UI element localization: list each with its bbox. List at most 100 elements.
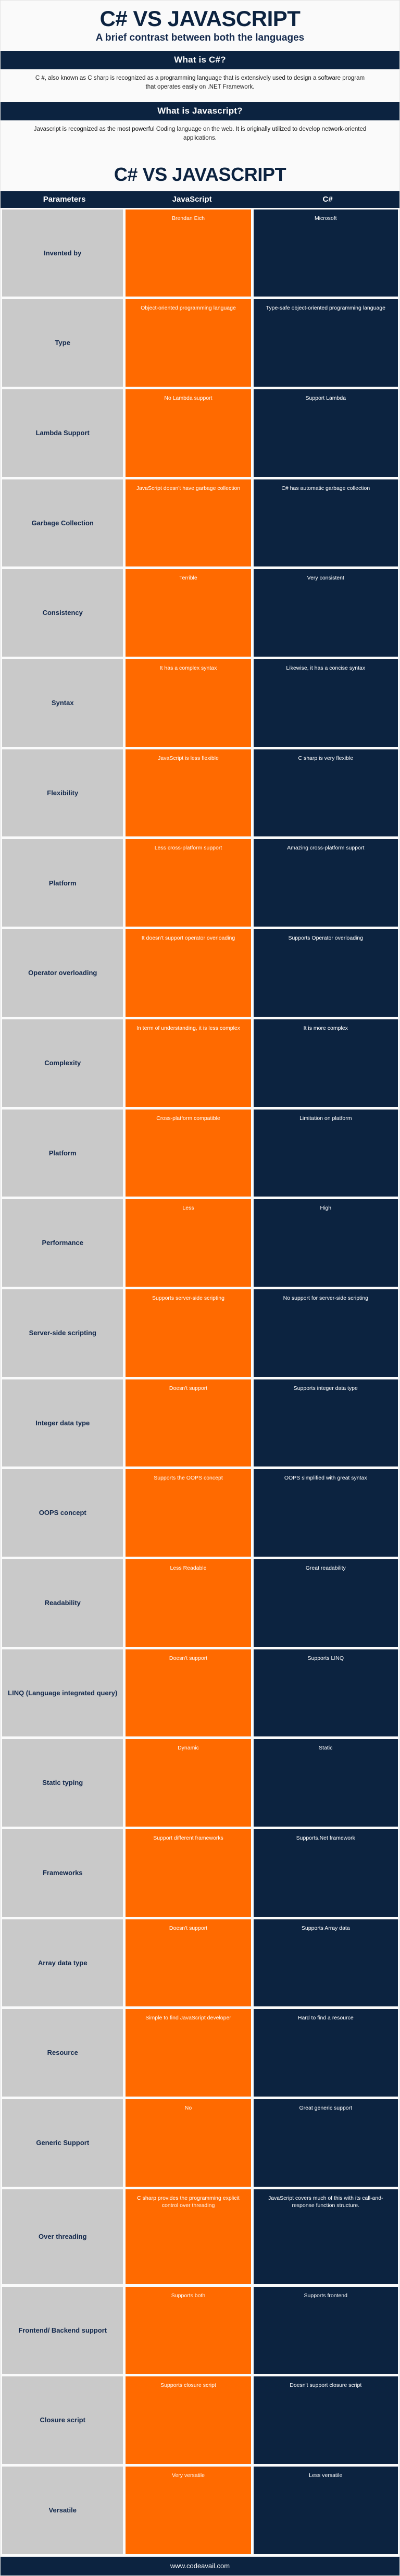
cell-csharp-text: JavaScript covers much of this with its …: [268, 2195, 383, 2209]
cell-parameter: Frameworks: [2, 1829, 123, 1917]
cell-csharp: Supports Operator overloading: [253, 929, 398, 1017]
cell-parameter: Array data type: [2, 1919, 123, 2007]
cell-csharp: JavaScript covers much of this with its …: [253, 2189, 398, 2284]
cell-parameter: Complexity: [2, 1019, 123, 1107]
table-row: OOPS concept Supports the OOPS concept OOP…: [1, 1469, 399, 1559]
cell-parameter: Static typing: [2, 1739, 123, 1827]
cell-javascript: Support different frameworks: [126, 1829, 251, 1917]
cell-csharp-text: C# has automatic garbage collection: [281, 485, 370, 491]
column-header-parameters: Parameters: [43, 194, 86, 204]
cell-parameter: Flexibility: [2, 749, 123, 837]
cell-javascript-text: It has a complex syntax: [159, 665, 217, 672]
cell-parameter: Consistency: [2, 569, 123, 657]
cell-csharp: C sharp is very flexible: [253, 749, 398, 837]
footer-website: www.codeavail.com: [1, 2556, 399, 2575]
cell-javascript: Supports server-side scripting: [126, 1289, 251, 1377]
cell-csharp: Static: [253, 1739, 398, 1827]
table-row: Static typing Dynamic Static: [1, 1739, 399, 1829]
cell-csharp: It is more complex: [253, 1019, 398, 1107]
cell-csharp: Amazing cross-platform support: [253, 839, 398, 927]
cell-javascript: JavaScript is less flexible: [126, 749, 251, 837]
cell-javascript-text: Doesn't support: [169, 1385, 208, 1391]
cell-csharp: Less versatile: [253, 2467, 398, 2554]
hero-section: C# VS JAVASCRIPT A brief contrast betwee…: [1, 1, 399, 51]
table-row: LINQ (Language integrated query) Doesn't …: [1, 1649, 399, 1740]
cell-parameter: Syntax: [2, 659, 123, 747]
cell-javascript: Doesn't support: [126, 1919, 251, 2007]
section-paragraph-javascript: Javascript is recognized as the most pow…: [1, 120, 399, 157]
cell-javascript-text: Supports the OOPS concept: [154, 1475, 223, 1482]
cell-javascript: Supports the OOPS concept: [126, 1469, 251, 1557]
cell-csharp-text: Likewise, it has a concise syntax: [286, 665, 366, 672]
cell-csharp: Likewise, it has a concise syntax: [253, 659, 398, 747]
cell-javascript-text: Object-oriented programming language: [141, 305, 236, 312]
section-heading-csharp: What is C#?: [1, 51, 399, 69]
cell-parameter: Invented by: [2, 209, 123, 297]
comparison-table-title: C# VS JAVASCRIPT: [1, 156, 399, 191]
cell-javascript: Simple to find JavaScript developer: [126, 2009, 251, 2097]
section-heading-javascript: What is Javascript?: [1, 102, 399, 121]
cell-csharp-text: Support Lambda: [305, 395, 346, 402]
cell-parameter: Generic Support: [2, 2099, 123, 2187]
cell-javascript-text: JavaScript is less flexible: [158, 755, 219, 761]
table-header-row: Parameters JavaScript C#: [1, 191, 399, 208]
cell-csharp: No support for server-side scripting: [253, 1289, 398, 1377]
cell-parameter: Frontend/ Backend support: [2, 2286, 123, 2374]
cell-csharp-text: Doesn't support closure script: [290, 2382, 362, 2389]
cell-javascript-text: Doesn't support: [169, 1655, 208, 1661]
cell-parameter: Type: [2, 299, 123, 387]
cell-csharp-text: Supports Array data: [301, 1925, 350, 1931]
cell-csharp-text: Supports LINQ: [307, 1655, 344, 1661]
cell-javascript-text: Dynamic: [178, 1745, 199, 1752]
cell-csharp-text: Hard to find a resource: [297, 2015, 354, 2022]
cell-csharp: Type-safe object-oriented programming la…: [253, 299, 398, 387]
cell-csharp-text: C sharp is very flexible: [298, 755, 354, 761]
cell-csharp: Microsoft: [253, 209, 398, 297]
cell-parameter: Platform: [2, 839, 123, 927]
cell-parameter: OOPS concept: [2, 1469, 123, 1557]
cell-javascript-text: No: [184, 2105, 192, 2112]
cell-javascript: Less: [126, 1199, 251, 1287]
cell-javascript-text: Supports closure script: [160, 2382, 216, 2389]
cell-parameter: Operator overloading: [2, 929, 123, 1017]
cell-csharp-text: Type-safe object-oriented programming la…: [266, 305, 385, 312]
cell-javascript-text: Less: [182, 1205, 194, 1212]
cell-javascript-text: Less cross-platform support: [154, 845, 222, 852]
cell-csharp: Doesn't support closure script: [253, 2376, 398, 2464]
cell-csharp: Supports LINQ: [253, 1649, 398, 1737]
cell-csharp: OOPS simplified with great syntax: [253, 1469, 398, 1557]
cell-csharp-text: No support for server-side scripting: [283, 1295, 368, 1301]
cell-csharp-text: Supports integer data type: [293, 1385, 358, 1391]
cell-csharp-text: Microsoft: [314, 215, 337, 221]
page-title: C# VS JAVASCRIPT: [99, 6, 301, 31]
cell-csharp: Very consistent: [253, 569, 398, 657]
table-row: Flexibility JavaScript is less flexible C …: [1, 749, 399, 840]
cell-javascript: No: [126, 2099, 251, 2187]
cell-csharp-text: It is more complex: [303, 1025, 348, 1031]
cell-javascript: Cross-platform compatible: [126, 1109, 251, 1197]
cell-javascript: In term of understanding, it is less com…: [126, 1019, 251, 1107]
cell-javascript-text: Less Readable: [170, 1564, 207, 1571]
cell-javascript: Supports closure script: [126, 2376, 251, 2464]
table-row: Syntax It has a complex syntax Likewise, i…: [1, 659, 399, 749]
cell-parameter: LINQ (Language integrated query): [2, 1649, 123, 1737]
cell-javascript: No Lambda support: [126, 389, 251, 477]
cell-javascript-text: Cross-platform compatible: [156, 1115, 220, 1121]
cell-javascript-text: In term of understanding, it is less com…: [136, 1025, 240, 1031]
cell-javascript-text: Very versatile: [171, 2472, 205, 2479]
table-row: Performance Less High: [1, 1199, 399, 1289]
cell-javascript: Doesn't support: [126, 1379, 251, 1467]
cell-parameter: Performance: [2, 1199, 123, 1287]
cell-csharp: High: [253, 1199, 398, 1287]
